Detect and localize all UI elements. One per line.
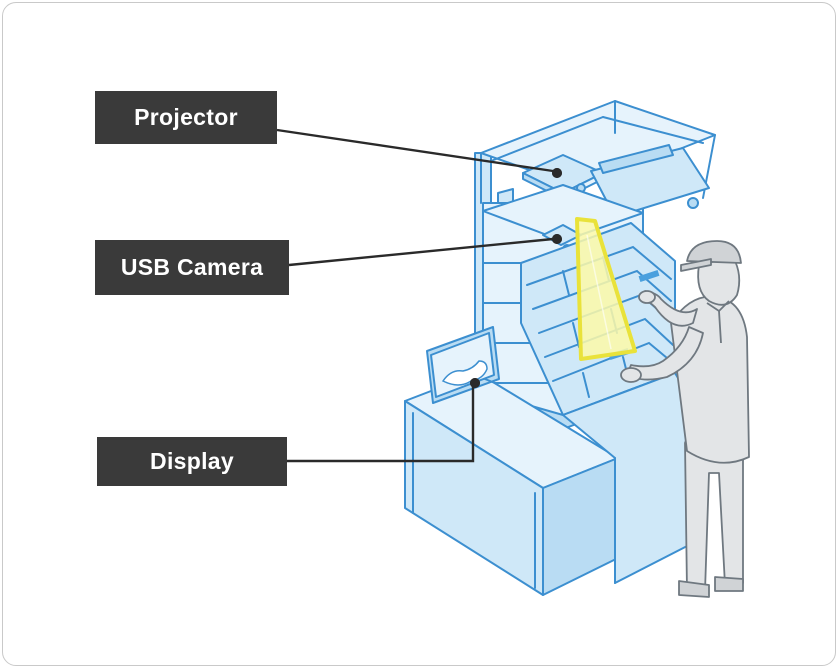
display-label: Display (97, 437, 287, 486)
display-icon (426, 326, 500, 404)
leader-display (287, 385, 475, 463)
leader-projector (276, 128, 554, 173)
leader-usb-camera (288, 237, 554, 267)
projector-label: Projector (95, 91, 277, 144)
usb-camera-label: USB Camera (95, 240, 289, 295)
leader-lines (276, 128, 554, 463)
desk (404, 372, 694, 596)
illustration: .eq { fill: #cfe8f8; stroke: #3c8fd0; st… (276, 100, 750, 598)
worker-figure (620, 240, 750, 598)
